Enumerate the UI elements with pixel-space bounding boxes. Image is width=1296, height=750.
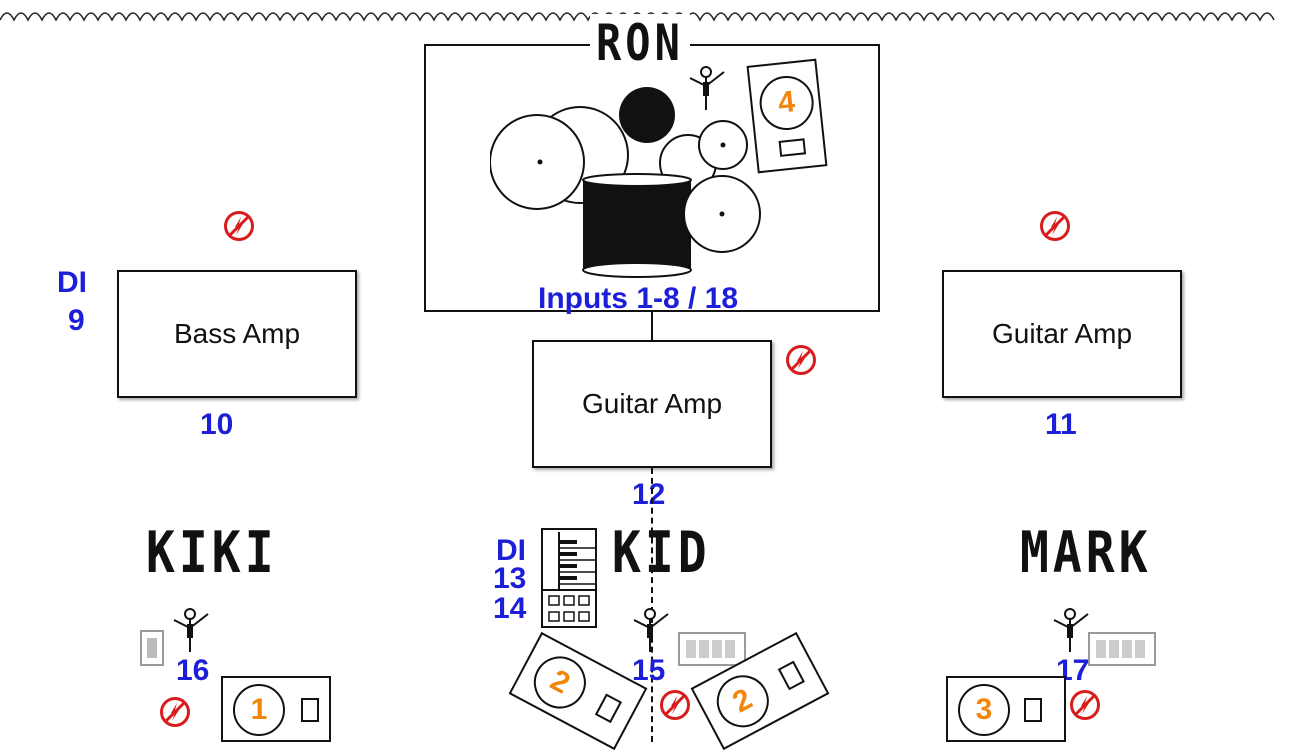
guitar-amp-right-label: Guitar Amp — [991, 318, 1133, 349]
drummer-name: RON — [590, 14, 690, 72]
monitor-number-2: 2 — [524, 647, 596, 718]
guitar-amp-center: Guitar Amp — [532, 340, 772, 468]
mic-stand-icon — [633, 608, 669, 652]
wedge-port — [594, 693, 623, 724]
wedge-monitor-3: 3 — [946, 676, 1066, 742]
no-power-icon — [1040, 211, 1070, 241]
guitar-right-input: 11 — [1045, 408, 1077, 441]
in-ear-pack-icon — [1088, 632, 1156, 666]
bass-amp-label: Bass Amp — [173, 318, 301, 349]
member-name-right: MARK — [1020, 520, 1152, 587]
no-power-icon — [160, 697, 190, 727]
bass-di-number: 9 — [68, 304, 85, 337]
drum-wedge-monitor: 4 — [746, 58, 828, 174]
bass-di-label: DI — [57, 266, 87, 299]
in-ear-pack-icon — [140, 630, 164, 666]
monitor-number-4: 4 — [756, 73, 817, 133]
vocal-left-input: 16 — [176, 654, 210, 687]
guitar-amp-right: Guitar Amp — [942, 270, 1182, 398]
monitor-number-2: 2 — [707, 666, 778, 737]
drum-inputs-label: Inputs 1-8 / 18 — [538, 282, 739, 315]
bass-amp: Bass Amp — [117, 270, 357, 398]
no-power-icon — [1070, 690, 1100, 720]
member-name-center: KID — [612, 520, 711, 587]
wedge-port — [301, 698, 319, 722]
wedge-port — [777, 660, 805, 691]
connector-line — [651, 312, 653, 340]
center-line — [651, 468, 653, 742]
guitar-amp-center-label: Guitar Amp — [581, 388, 723, 419]
member-name-left: KIKI — [146, 520, 278, 587]
wedge-monitor-2-left: 2 — [508, 631, 648, 750]
guitar-center-input: 12 — [632, 478, 666, 511]
keys-input-2: 14 — [493, 592, 527, 625]
no-power-icon — [786, 345, 816, 375]
mic-stand-icon — [173, 608, 209, 652]
mic-stand-icon — [1053, 608, 1089, 652]
keys-input-1: 13 — [493, 562, 527, 595]
no-power-icon — [224, 211, 254, 241]
wedge-monitor-1: 1 — [221, 676, 331, 742]
bass-amp-input: 10 — [200, 408, 234, 441]
wedge-port — [1024, 698, 1042, 722]
no-power-icon — [660, 690, 690, 720]
drum-kit-icon — [490, 87, 761, 278]
mic-stand-icon — [689, 66, 725, 110]
vocal-center-input: 15 — [632, 654, 666, 687]
wavy-border — [0, 12, 1275, 22]
keyboard-icon — [541, 528, 597, 628]
keys-di-label: DI — [496, 534, 526, 567]
monitor-number-3: 3 — [958, 684, 1010, 736]
in-ear-pack-icon — [678, 632, 746, 666]
monitor-number-1: 1 — [233, 684, 285, 736]
wedge-port — [778, 138, 807, 157]
